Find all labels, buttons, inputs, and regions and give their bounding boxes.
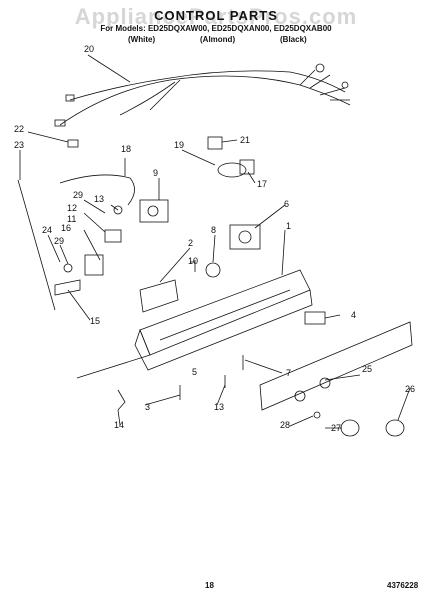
mounting-bracket (139, 279, 179, 313)
callout-24: 24 (42, 225, 52, 235)
light-switch (304, 311, 326, 325)
color-almond: (Almond) (200, 35, 236, 44)
control-knob (385, 419, 405, 437)
callout-28: 28 (280, 420, 290, 430)
callout-10: 10 (188, 256, 198, 266)
watermark: AppliancePartsPros.com (74, 4, 358, 29)
wire-harness (59, 75, 351, 126)
callout-13: 13 (214, 402, 224, 412)
callout-22: 22 (14, 124, 24, 134)
callout-4: 4 (351, 310, 356, 320)
callout-14: 14 (114, 420, 124, 430)
callout-5: 5 (192, 367, 197, 377)
callout-17: 17 (257, 179, 267, 189)
wire-clip (67, 139, 79, 148)
control-panel (259, 321, 413, 411)
callout-23: 23 (14, 140, 24, 150)
cold-control (139, 199, 169, 223)
switch-ring (205, 262, 221, 278)
defrost-timer (229, 224, 261, 250)
callout-7: 7 (286, 368, 291, 378)
callout-19: 19 (174, 140, 184, 150)
callout-9: 9 (153, 168, 158, 178)
light-bulb (217, 162, 247, 178)
callout-11: 11 (67, 214, 76, 224)
document-number: 4376228 (387, 581, 419, 590)
model-numbers: For Models: ED25DQXAW00, ED25DQXAN00, ED… (100, 24, 332, 33)
callout-29: 29 (73, 190, 83, 200)
callout-16: 16 (61, 223, 71, 233)
capillary-tube (59, 174, 135, 206)
page-number: 18 (205, 581, 214, 590)
callout-26: 26 (405, 384, 415, 394)
light-bulb-shield (207, 136, 223, 150)
callout-1: 1 (286, 221, 291, 231)
callout-15: 15 (90, 316, 100, 326)
callout-29: 29 (54, 236, 64, 246)
callout-20: 20 (84, 44, 94, 54)
callout-13: 13 (94, 194, 104, 204)
page-title: CONTROL PARTS (154, 8, 278, 23)
color-white: (White) (128, 35, 156, 44)
callout-27: 27 (331, 423, 341, 433)
callout-18: 18 (121, 144, 131, 154)
light-socket (239, 159, 255, 175)
callout-12: 12 (67, 203, 77, 213)
callout-21: 21 (240, 135, 250, 145)
callout-6: 6 (284, 199, 289, 209)
callout-8: 8 (211, 225, 216, 235)
control-rod (17, 179, 56, 311)
callout-25: 25 (362, 364, 372, 374)
callout-2: 2 (188, 238, 193, 248)
color-black: (Black) (280, 35, 307, 44)
callout-3: 3 (145, 402, 150, 412)
control-knob (340, 419, 360, 437)
